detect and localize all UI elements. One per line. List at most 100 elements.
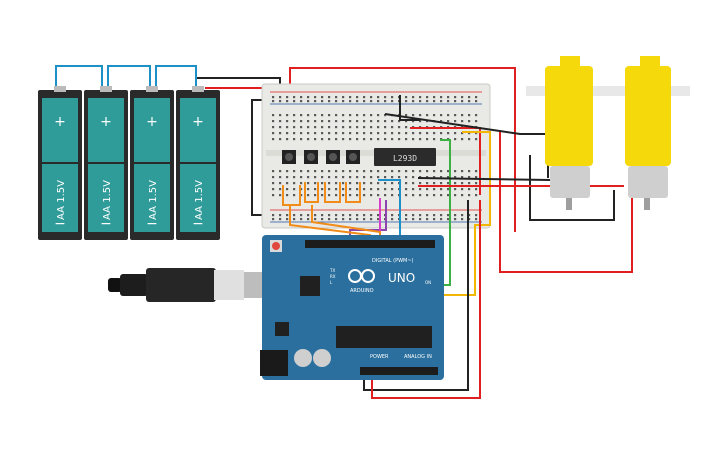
battery-minus-label: − [192, 216, 204, 232]
pushbutton-4[interactable] [346, 150, 360, 164]
breadboard-hole [349, 182, 352, 185]
breadboard-hole [293, 194, 296, 197]
pushbutton-3[interactable] [326, 150, 340, 164]
breadboard-hole [328, 170, 331, 173]
breadboard-hole [349, 100, 352, 103]
breadboard-hole [454, 138, 457, 141]
breadboard-hole [377, 188, 380, 191]
breadboard-hole [300, 188, 303, 191]
wire-blue-data[interactable] [378, 179, 401, 242]
breadboard-hole [461, 132, 464, 135]
breadboard-hole [475, 214, 478, 217]
pushbutton-2[interactable] [304, 150, 318, 164]
breadboard-hole [419, 182, 422, 185]
battery-3[interactable]: + AA 1.5V − [130, 86, 174, 240]
breadboard-hole [279, 188, 282, 191]
breadboard-hole [454, 194, 457, 197]
breadboard-hole [391, 138, 394, 141]
breadboard-hole [335, 114, 338, 117]
resistor-2[interactable] [304, 182, 319, 203]
breadboard-hole [468, 182, 471, 185]
breadboard-hole [342, 194, 345, 197]
breadboard-hole [307, 138, 310, 141]
breadboard-hole [356, 138, 359, 141]
battery-4[interactable]: + AA 1.5V − [176, 86, 220, 240]
breadboard-hole [412, 176, 415, 179]
resistor-4[interactable] [345, 182, 361, 203]
wire-black-motor-left[interactable] [529, 155, 615, 221]
breadboard-hole [286, 170, 289, 173]
breadboard-hole [405, 96, 408, 99]
breadboard-hole [349, 170, 352, 173]
breadboard-hole [433, 188, 436, 191]
breadboard-hole [349, 96, 352, 99]
breadboard-hole [307, 182, 310, 185]
resistors [282, 182, 361, 206]
breadboard-hole [384, 126, 387, 129]
arduino-uno-board[interactable]: UNO ARDUINO DIGITAL (PWM~) POWER ANALOG … [260, 235, 444, 380]
breadboard-hole [475, 194, 478, 197]
breadboard-hole [363, 132, 366, 135]
breadboard-hole [426, 214, 429, 217]
breadboard-hole [321, 176, 324, 179]
motor-driver-chip[interactable]: L293D [374, 148, 436, 166]
breadboard-hole [286, 176, 289, 179]
breadboard-hole [314, 218, 317, 221]
breadboard-hole [307, 176, 310, 179]
breadboard-hole [475, 188, 478, 191]
dc-motor-right[interactable] [606, 56, 690, 210]
resistor-1[interactable] [282, 185, 301, 206]
usb-cable[interactable] [108, 268, 288, 302]
wire-black-top[interactable] [399, 95, 420, 121]
breadboard-hole [321, 194, 324, 197]
breadboard-hole [342, 100, 345, 103]
breadboard-hole [412, 188, 415, 191]
resistor-3[interactable] [324, 182, 341, 203]
breadboard-hole [384, 100, 387, 103]
breadboard-hole [328, 96, 331, 99]
breadboard-hole [342, 114, 345, 117]
wire-red-5v[interactable] [371, 200, 481, 399]
battery-plus-label: + [54, 114, 66, 130]
battery-pack: + AA 1.5V − + AA 1.5V − + AA 1.5V − [38, 65, 220, 240]
breadboard-hole [426, 182, 429, 185]
breadboard-hole [286, 188, 289, 191]
breadboard-hole [279, 120, 282, 123]
breadboard-hole [363, 120, 366, 123]
breadboard-hole [440, 214, 443, 217]
breadboard-hole [447, 170, 450, 173]
battery-plus-label: + [192, 114, 204, 130]
breadboard-hole [363, 214, 366, 217]
breadboard-hole [321, 126, 324, 129]
wire-black-motor-out[interactable] [417, 177, 551, 181]
breadboard-hole [468, 100, 471, 103]
battery-series-wires[interactable] [55, 65, 197, 86]
breadboard-hole [454, 96, 457, 99]
breadboard-hole [314, 176, 317, 179]
battery-2[interactable]: + AA 1.5V − [84, 86, 128, 240]
breadboard-hole [412, 132, 415, 135]
breadboard-hole [272, 182, 275, 185]
wire-red-motor-right[interactable] [499, 130, 633, 273]
arduino-logo-icon [348, 269, 375, 283]
breadboard-hole [335, 214, 338, 217]
breadboard-hole [363, 96, 366, 99]
breadboard-hole [370, 96, 373, 99]
breadboard-hole [370, 188, 373, 191]
breadboard-hole [405, 100, 408, 103]
breadboard-hole [377, 214, 380, 217]
breadboard-hole [293, 132, 296, 135]
battery-1[interactable]: + AA 1.5V − [38, 86, 82, 240]
breadboard-hole [412, 96, 415, 99]
breadboard-hole [342, 188, 345, 191]
breadboard-hole [335, 182, 338, 185]
breadboard-hole [300, 170, 303, 173]
breadboard-hole [475, 176, 478, 179]
breadboard-hole [419, 96, 422, 99]
breadboard-hole [440, 176, 443, 179]
pushbutton-1[interactable] [282, 150, 296, 164]
dc-motor-left[interactable] [526, 56, 606, 210]
breadboard-hole [314, 188, 317, 191]
breadboard-hole [356, 126, 359, 129]
breadboard-hole [468, 132, 471, 135]
